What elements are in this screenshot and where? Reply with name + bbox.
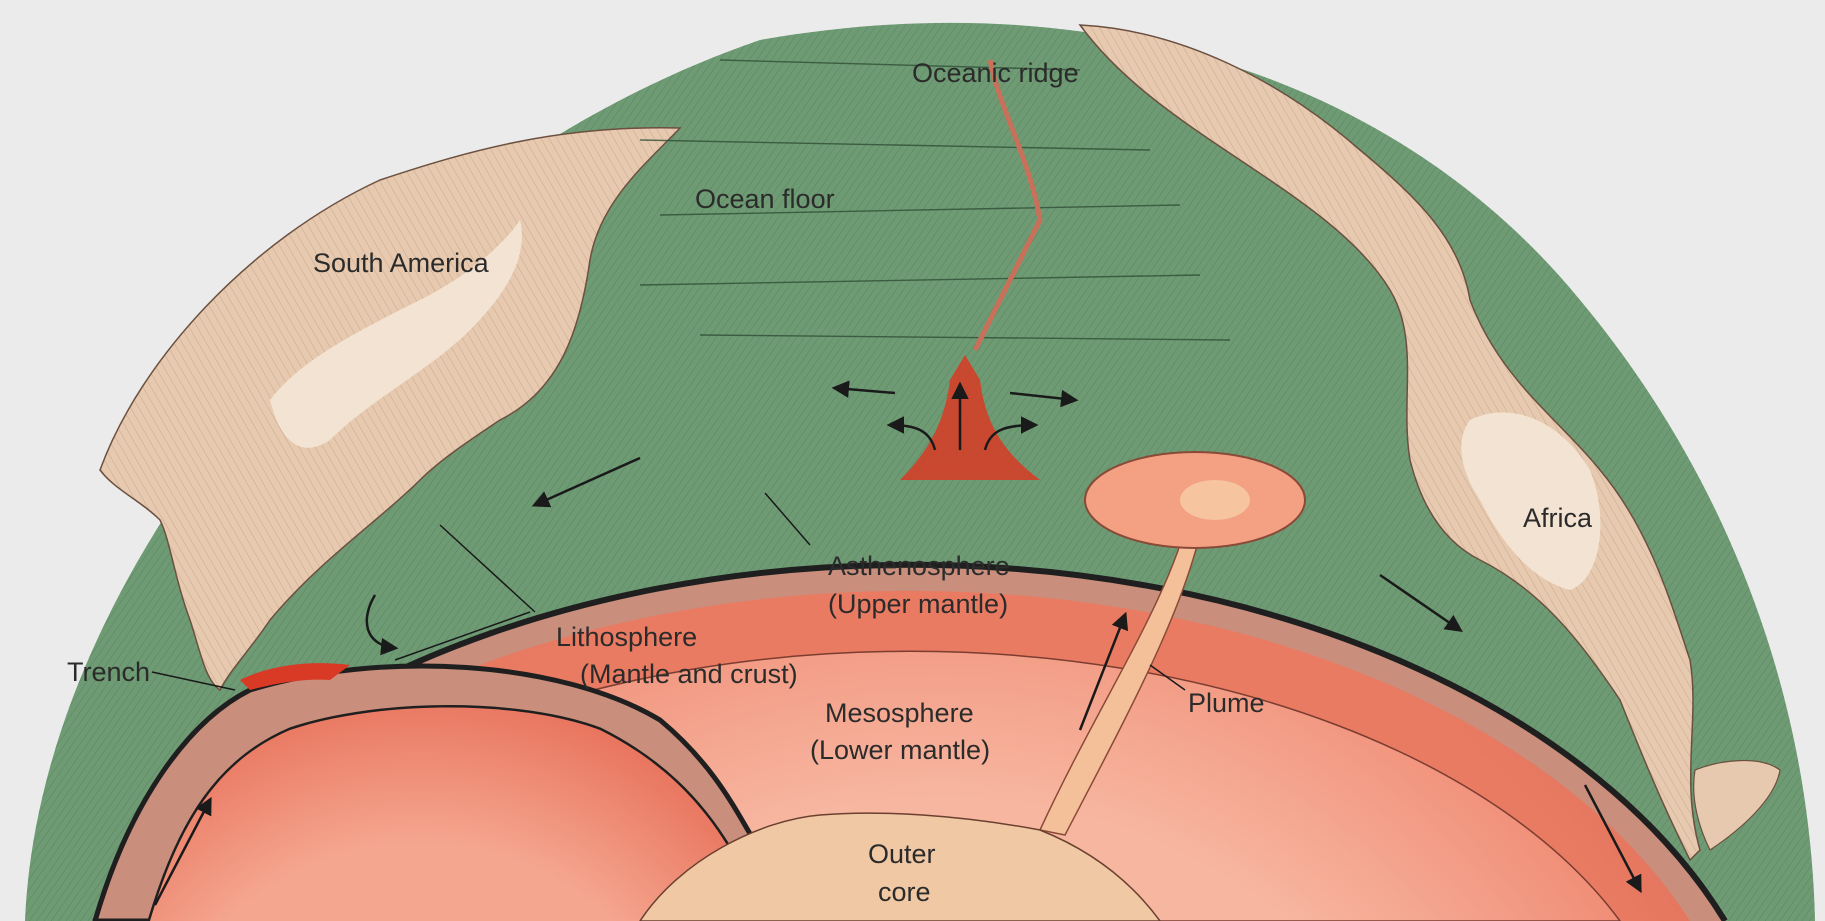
label-ocean-floor: Ocean floor	[695, 184, 835, 214]
label-upper-mantle: (Upper mantle)	[828, 589, 1008, 619]
label-plume: Plume	[1188, 688, 1265, 718]
label-trench: Trench	[67, 657, 150, 687]
label-core: core	[878, 877, 931, 907]
label-mantle-and-crust: (Mantle and crust)	[580, 659, 798, 689]
plume-head-core	[1180, 480, 1250, 520]
label-south-america: South America	[313, 248, 490, 278]
label-asthenosphere: Asthenosphere	[828, 551, 1010, 581]
label-lithosphere: Lithosphere	[556, 622, 697, 652]
label-oceanic-ridge: Oceanic ridge	[912, 58, 1079, 88]
label-lower-mantle: (Lower mantle)	[810, 735, 990, 765]
label-outer: Outer	[868, 839, 936, 869]
label-africa: Africa	[1523, 503, 1593, 533]
label-mesosphere: Mesosphere	[825, 698, 974, 728]
